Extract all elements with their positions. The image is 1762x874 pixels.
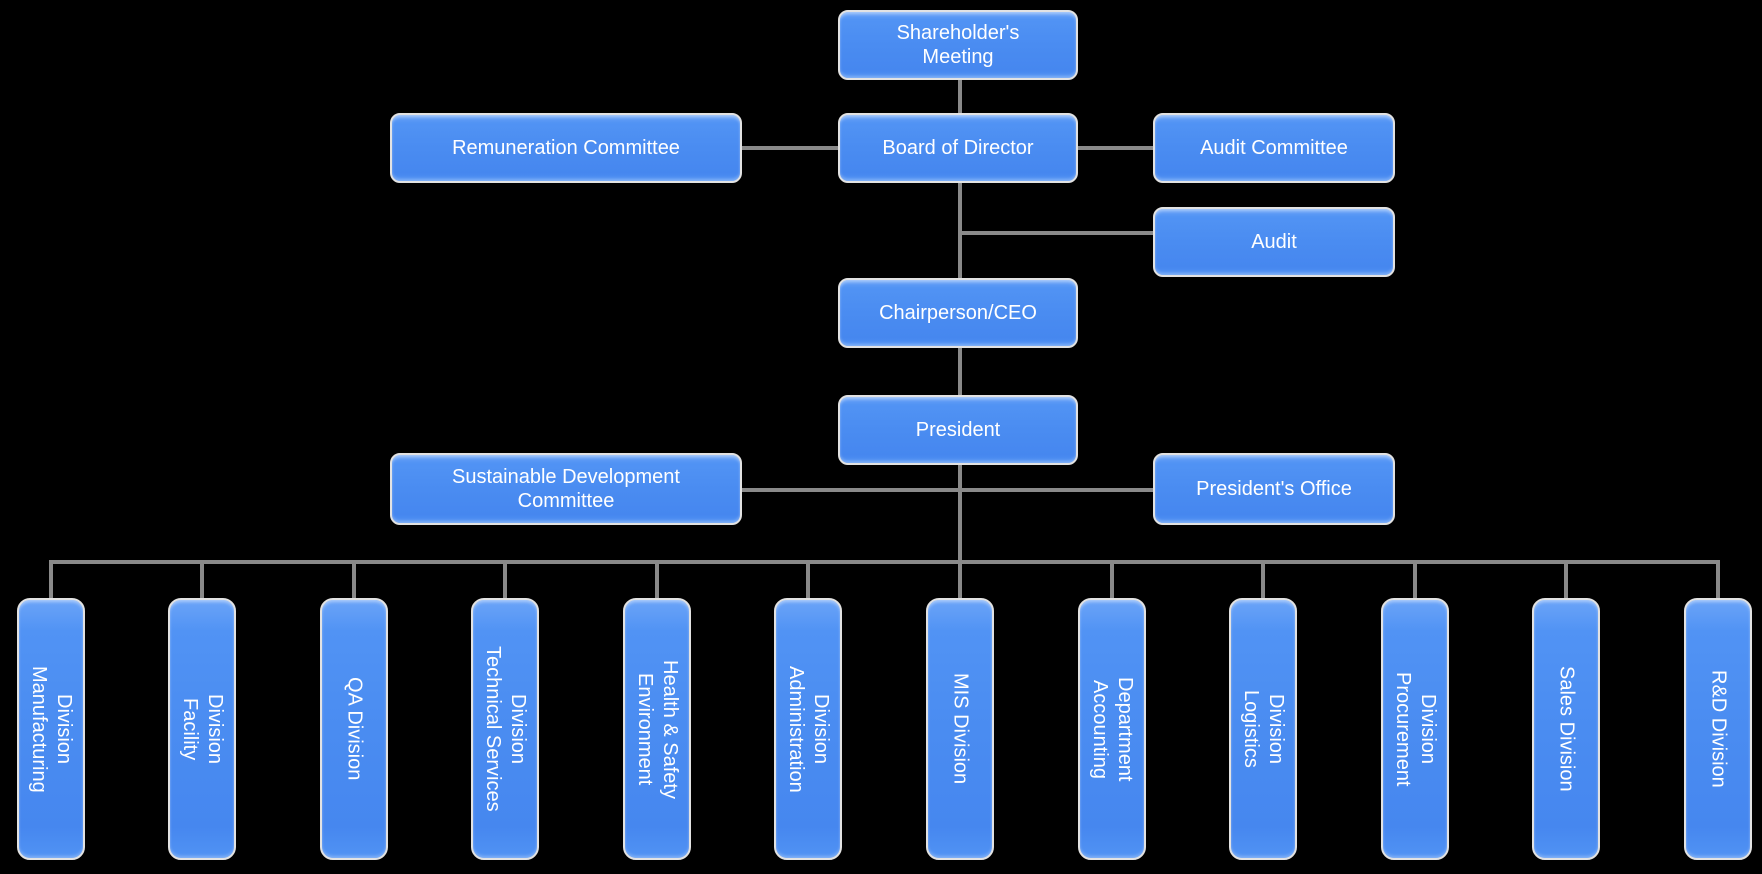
connector-division-rail <box>49 560 1720 564</box>
connector-chairperson-president <box>958 346 962 397</box>
connector-stub-rd <box>1716 562 1720 598</box>
connector-stub-sales <box>1564 562 1568 598</box>
connector-board-chairperson <box>958 181 962 280</box>
connector-stub-manufacturing <box>49 562 53 598</box>
node-logistics-division: Logistics Division <box>1229 598 1297 860</box>
node-procurement-division-label: Procurement Division <box>1392 671 1439 787</box>
connector-stub-environment <box>655 562 659 598</box>
node-board-of-director: Board of Director <box>838 113 1078 183</box>
connector-stub-procurement <box>1413 562 1417 598</box>
node-mis-division: MIS Division <box>926 598 994 860</box>
node-audit-committee: Audit Committee <box>1153 113 1395 183</box>
node-sales-division: Sales Division <box>1532 598 1600 860</box>
node-environment-health-safety-label: Environment Health & Safety <box>634 659 681 799</box>
node-remuneration-committee-label: Remuneration Committee <box>452 137 680 159</box>
node-technical-services-division-label: Technical Services Division <box>482 646 529 812</box>
node-accounting-department-label: Accounting Department <box>1089 676 1136 782</box>
connector-stub-qa <box>352 562 356 598</box>
node-administration-division-label: Administration Division <box>785 665 832 793</box>
node-presidents-office: President's Office <box>1153 453 1395 525</box>
node-facility-division: Facility Division <box>168 598 236 860</box>
node-mis-division-label: MIS Division <box>949 673 972 785</box>
node-chairperson-ceo-label: Chairperson/CEO <box>879 302 1037 324</box>
node-logistics-division-label: Logistics Division <box>1240 690 1287 768</box>
node-qa-division-label: QA Division <box>343 677 366 781</box>
node-manufacturing-division: Manufacturing Division <box>17 598 85 860</box>
connector-committee-row <box>740 488 1155 492</box>
node-president-label: President <box>915 419 1001 441</box>
connector-stub-administration <box>806 562 810 598</box>
node-rd-division: R&D Division <box>1684 598 1752 860</box>
node-board-of-director-label: Board of Director <box>882 137 1034 159</box>
node-remuneration-committee: Remuneration Committee <box>390 113 742 183</box>
connector-shareholders-board <box>958 78 962 115</box>
node-rd-division-label: R&D Division <box>1707 670 1730 788</box>
node-technical-services-division: Technical Services Division <box>471 598 539 860</box>
node-facility-division-label: Facility Division <box>179 693 226 765</box>
connector-stub-logistics <box>1261 562 1265 598</box>
node-shareholders-meeting: Shareholder's Meeting <box>838 10 1078 80</box>
node-audit-label: Audit <box>1251 231 1297 253</box>
node-audit-committee-label: Audit Committee <box>1200 137 1348 159</box>
node-shareholders-meeting-label: Shareholder's Meeting <box>896 22 1020 68</box>
connector-stub-accounting <box>1110 562 1114 598</box>
connector-board-audit <box>960 231 1155 235</box>
node-procurement-division: Procurement Division <box>1381 598 1449 860</box>
node-sustainable-development-committee-label: Sustainable Development Committee <box>452 466 680 512</box>
node-manufacturing-division-label: Manufacturing Division <box>28 665 75 793</box>
node-environment-health-safety: Environment Health & Safety <box>623 598 691 860</box>
connector-stub-mis <box>958 562 962 598</box>
connector-stub-technical-services <box>503 562 507 598</box>
node-accounting-department: Accounting Department <box>1078 598 1146 860</box>
node-chairperson-ceo: Chairperson/CEO <box>838 278 1078 348</box>
node-administration-division: Administration Division <box>774 598 842 860</box>
node-audit: Audit <box>1153 207 1395 277</box>
node-presidents-office-label: President's Office <box>1196 478 1352 500</box>
connector-board-audit-committee <box>1076 146 1155 150</box>
connector-stub-facility <box>200 562 204 598</box>
node-qa-division: QA Division <box>320 598 388 860</box>
connector-remuneration-board <box>740 146 840 150</box>
node-sales-division-label: Sales Division <box>1555 666 1578 792</box>
node-president: President <box>838 395 1078 465</box>
node-sustainable-development-committee: Sustainable Development Committee <box>390 453 742 525</box>
connector-president-rail <box>958 463 962 564</box>
